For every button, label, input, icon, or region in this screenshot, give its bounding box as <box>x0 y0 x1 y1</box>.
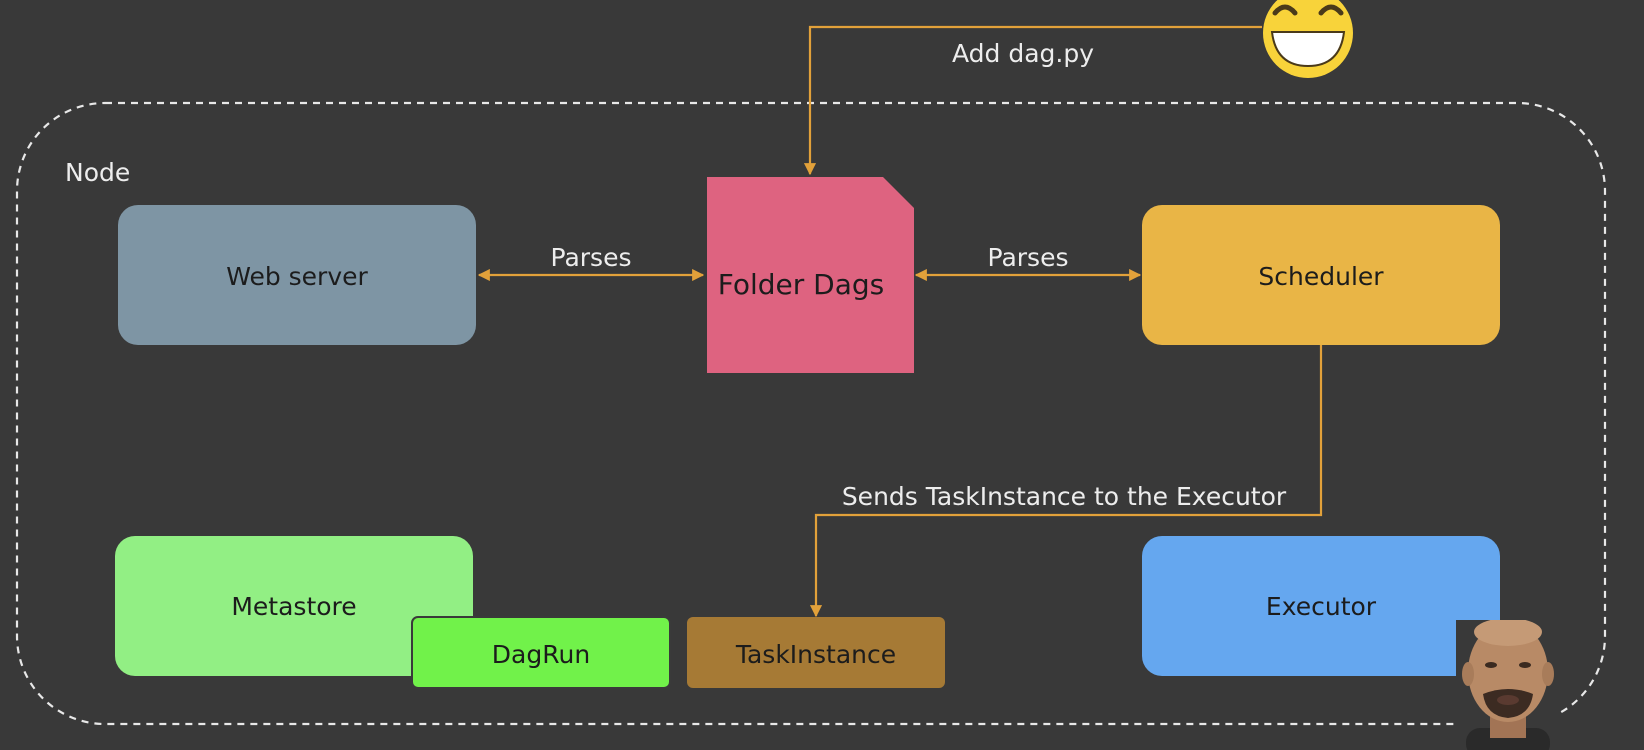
scheduler-taskinstance-arrow <box>809 345 1323 618</box>
executor-label: Executor <box>1266 592 1377 621</box>
executor-box: Executor <box>1142 536 1500 676</box>
add-dag-arrow <box>803 25 1262 176</box>
taskinstance-label: TaskInstance <box>735 640 896 669</box>
node-label: Node <box>65 158 130 187</box>
folder-dags-box: Folder Dags <box>707 177 914 373</box>
webserver-folder-label: Parses <box>551 243 632 272</box>
scheduler-taskinstance-label: Sends TaskInstance to the Executor <box>842 482 1287 511</box>
folder-scheduler-label: Parses <box>988 243 1069 272</box>
add-dag-label: Add dag.py <box>952 39 1094 68</box>
taskinstance-box: TaskInstance <box>687 617 945 688</box>
scheduler-box: Scheduler <box>1142 205 1500 345</box>
metastore-box: Metastore <box>115 536 473 676</box>
folder-dags-label: Folder Dags <box>718 268 885 301</box>
webserver-box: Web server <box>118 205 476 345</box>
dagrun-label: DagRun <box>492 640 590 669</box>
presenter-thumbnail <box>1456 620 1560 750</box>
metastore-label: Metastore <box>231 592 356 621</box>
scheduler-label: Scheduler <box>1258 262 1384 291</box>
webserver-label: Web server <box>226 262 368 291</box>
grinning-face-icon <box>1263 0 1353 78</box>
dagrun-box: DagRun <box>411 616 671 689</box>
